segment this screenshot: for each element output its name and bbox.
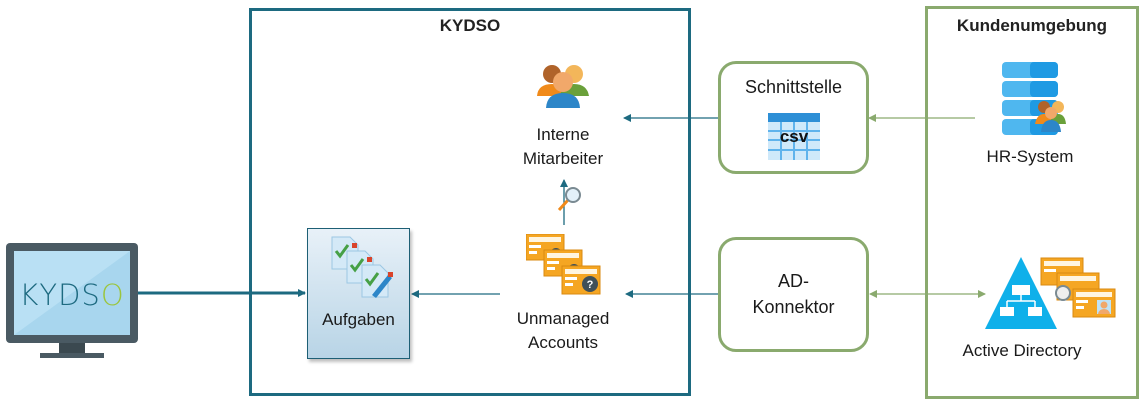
kydso-group-title: KYDSO [439,16,501,35]
client-logo-text: KYDSO [19,278,125,312]
ad-konnektor-label-line2: Konnektor [752,297,835,317]
unmanaged-accounts-label-line2: Accounts [528,333,598,352]
database-users-icon [1002,62,1068,138]
customer-environment-group [925,6,1139,399]
node-schnittstelle[interactable]: Schnittstelle csv [718,61,869,174]
monitor-icon [6,243,138,358]
node-ad-konnektor[interactable]: AD- Konnektor [718,237,869,352]
user-group-icon [534,62,594,110]
schnittstelle-label: Schnittstelle [744,77,843,97]
interne-mitarbeiter-label-line2: Mitarbeiter [522,149,604,168]
kydso-client-monitor: KYDSO [6,243,138,361]
svg-text:?: ? [587,279,594,291]
interne-mitarbeiter-label-line1: Interne [536,125,590,144]
hr-system-label: HR-System [986,147,1074,166]
unmanaged-accounts-label-line1: Unmanaged [516,309,610,328]
customer-environment-title: Kundenumgebung [956,16,1108,35]
active-directory-icon [985,255,1117,333]
unknown-account-cards-icon: ? [525,233,602,296]
magnifier-icon [556,185,584,213]
task-list-icon [331,236,393,298]
aufgaben-label: Aufgaben [322,310,395,329]
node-aufgaben[interactable]: Aufgaben [307,228,410,359]
active-directory-label: Active Directory [962,341,1082,360]
csv-table-icon: csv [768,113,820,160]
ad-konnektor-label-line1: AD- [778,271,809,291]
kydso-group [249,8,691,396]
csv-icon-text: csv [779,127,809,146]
